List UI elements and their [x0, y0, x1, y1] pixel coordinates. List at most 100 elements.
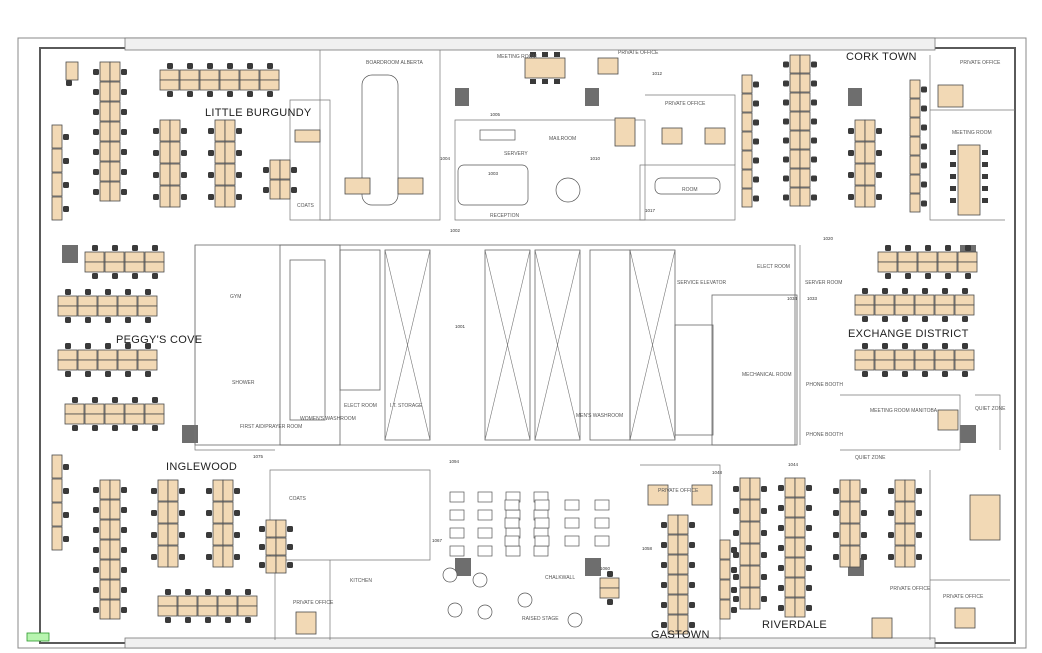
chair	[862, 316, 868, 322]
desk	[957, 251, 978, 263]
chair	[811, 194, 817, 201]
chair	[942, 316, 948, 322]
room-it-storage: I.T. STORAGE	[390, 403, 423, 409]
desk	[97, 305, 118, 317]
cafe-table	[477, 509, 493, 521]
chair	[806, 545, 812, 551]
desk	[157, 501, 169, 524]
chair	[63, 134, 69, 140]
desk	[57, 349, 78, 361]
desk	[214, 141, 226, 164]
room-number: 1034	[787, 296, 798, 301]
room-number: 1067	[432, 538, 443, 543]
chair	[916, 532, 922, 538]
desk	[719, 559, 731, 580]
chair	[121, 89, 127, 95]
room-number: 1002	[450, 228, 461, 233]
chair	[65, 371, 71, 377]
chair	[121, 129, 127, 135]
desk	[794, 537, 806, 558]
chair	[65, 317, 71, 323]
desk	[914, 349, 935, 361]
desk	[109, 499, 121, 520]
desk	[99, 101, 111, 122]
desk	[222, 545, 234, 568]
desk	[937, 251, 958, 263]
room-table	[654, 177, 721, 195]
chair	[945, 245, 951, 251]
chair	[689, 562, 695, 568]
desk	[794, 577, 806, 598]
room-first-aid: FIRST AID/PRAYER ROOM	[240, 424, 302, 430]
desk	[169, 141, 181, 164]
chair	[206, 510, 212, 516]
building-core	[194, 244, 798, 446]
desk	[849, 545, 861, 568]
chair	[882, 316, 888, 322]
chair	[806, 505, 812, 511]
desk	[159, 79, 180, 91]
room-number: 1094	[449, 459, 460, 464]
chair	[921, 86, 927, 93]
desk	[739, 521, 751, 544]
desk	[864, 141, 876, 164]
chair	[181, 194, 187, 200]
desk	[279, 179, 291, 200]
desk	[799, 73, 811, 93]
desk	[784, 597, 796, 618]
desk	[239, 79, 260, 91]
chair	[187, 91, 193, 97]
desk	[854, 141, 866, 164]
chair	[85, 289, 91, 295]
room-raised-stage: RAISED STAGE	[522, 616, 559, 622]
chair	[208, 128, 214, 134]
desk	[864, 185, 876, 208]
room-number: 1075	[253, 454, 264, 459]
desk	[789, 130, 801, 150]
desk	[957, 261, 978, 273]
desk	[897, 261, 918, 273]
desk	[914, 304, 935, 316]
chair	[287, 526, 293, 532]
desk	[854, 349, 875, 361]
chair	[811, 99, 817, 106]
chair	[761, 552, 767, 558]
desk	[799, 130, 811, 150]
chair	[811, 80, 817, 87]
round-table	[442, 567, 458, 583]
desk	[57, 359, 78, 371]
chair	[92, 245, 98, 251]
desk	[854, 163, 866, 186]
chair	[862, 371, 868, 377]
chair	[607, 571, 613, 577]
desk	[849, 501, 861, 524]
desk	[279, 159, 291, 180]
cafe-table	[504, 499, 520, 511]
chair	[267, 91, 273, 97]
desk	[212, 523, 224, 546]
chair	[753, 138, 759, 145]
chair	[888, 488, 894, 494]
desk	[219, 69, 240, 81]
desk	[199, 79, 220, 91]
chair	[93, 149, 99, 155]
chair	[916, 510, 922, 516]
chair	[236, 150, 242, 156]
desk	[169, 163, 181, 186]
chair	[783, 194, 789, 201]
desk	[212, 545, 224, 568]
desk	[741, 112, 753, 132]
chair	[962, 316, 968, 322]
chair	[259, 562, 265, 568]
desk	[794, 557, 806, 578]
desk	[789, 168, 801, 188]
chair	[753, 119, 759, 126]
chair	[778, 525, 784, 531]
desk	[237, 605, 258, 617]
chair	[234, 488, 240, 494]
desk	[97, 295, 118, 307]
room-phone-booth-b: PHONE BOOTH	[806, 432, 843, 438]
chair	[733, 596, 739, 602]
desk	[904, 545, 916, 568]
desk	[954, 349, 975, 361]
